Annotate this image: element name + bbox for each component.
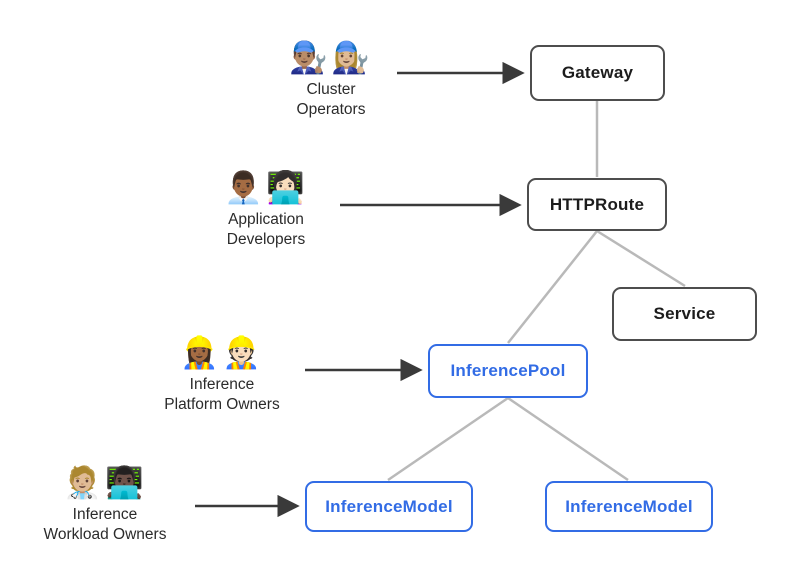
- inference-workload-owners-icon: 🧑🏼‍⚕️👨🏿‍💻: [63, 465, 147, 500]
- actor-label: Cluster Operators: [296, 81, 366, 118]
- inference-platform-owners-icon: 👷🏾‍♀️👷🏻: [180, 335, 264, 370]
- node-gateway: Gateway: [530, 45, 665, 101]
- node-service: Service: [612, 287, 757, 341]
- node-inferencemodel-left: InferenceModel: [305, 481, 473, 532]
- node-inferencepool: InferencePool: [428, 344, 588, 398]
- edge-inferencepool-inferencemodel-right: [507, 396, 629, 482]
- actor-application-developers: 👨🏾‍💼👩🏻‍💻 Application Developers: [156, 168, 376, 250]
- actor-inference-platform-owners: 👷🏾‍♀️👷🏻 Inference Platform Owners: [112, 333, 332, 415]
- cluster-operators-icon: 👨🏽‍🔧👩🏼‍🔧: [289, 40, 373, 75]
- actor-cluster-operators: 👨🏽‍🔧👩🏼‍🔧 Cluster Operators: [221, 38, 441, 120]
- actor-label: Inference Workload Owners: [43, 506, 167, 543]
- node-httproute: HTTPRoute: [527, 178, 667, 231]
- edge-httproute-inferencepool: [507, 230, 598, 344]
- edge-inferencepool-inferencemodel-left: [387, 396, 509, 482]
- edge-httproute-service: [596, 229, 686, 288]
- node-inferencemodel-right: InferenceModel: [545, 481, 713, 532]
- actor-inference-workload-owners: 🧑🏼‍⚕️👨🏿‍💻 Inference Workload Owners: [0, 463, 215, 545]
- actor-label: Application Developers: [226, 211, 306, 248]
- application-developers-icon: 👨🏾‍💼👩🏻‍💻: [224, 170, 308, 205]
- actor-label: Inference Platform Owners: [164, 376, 280, 413]
